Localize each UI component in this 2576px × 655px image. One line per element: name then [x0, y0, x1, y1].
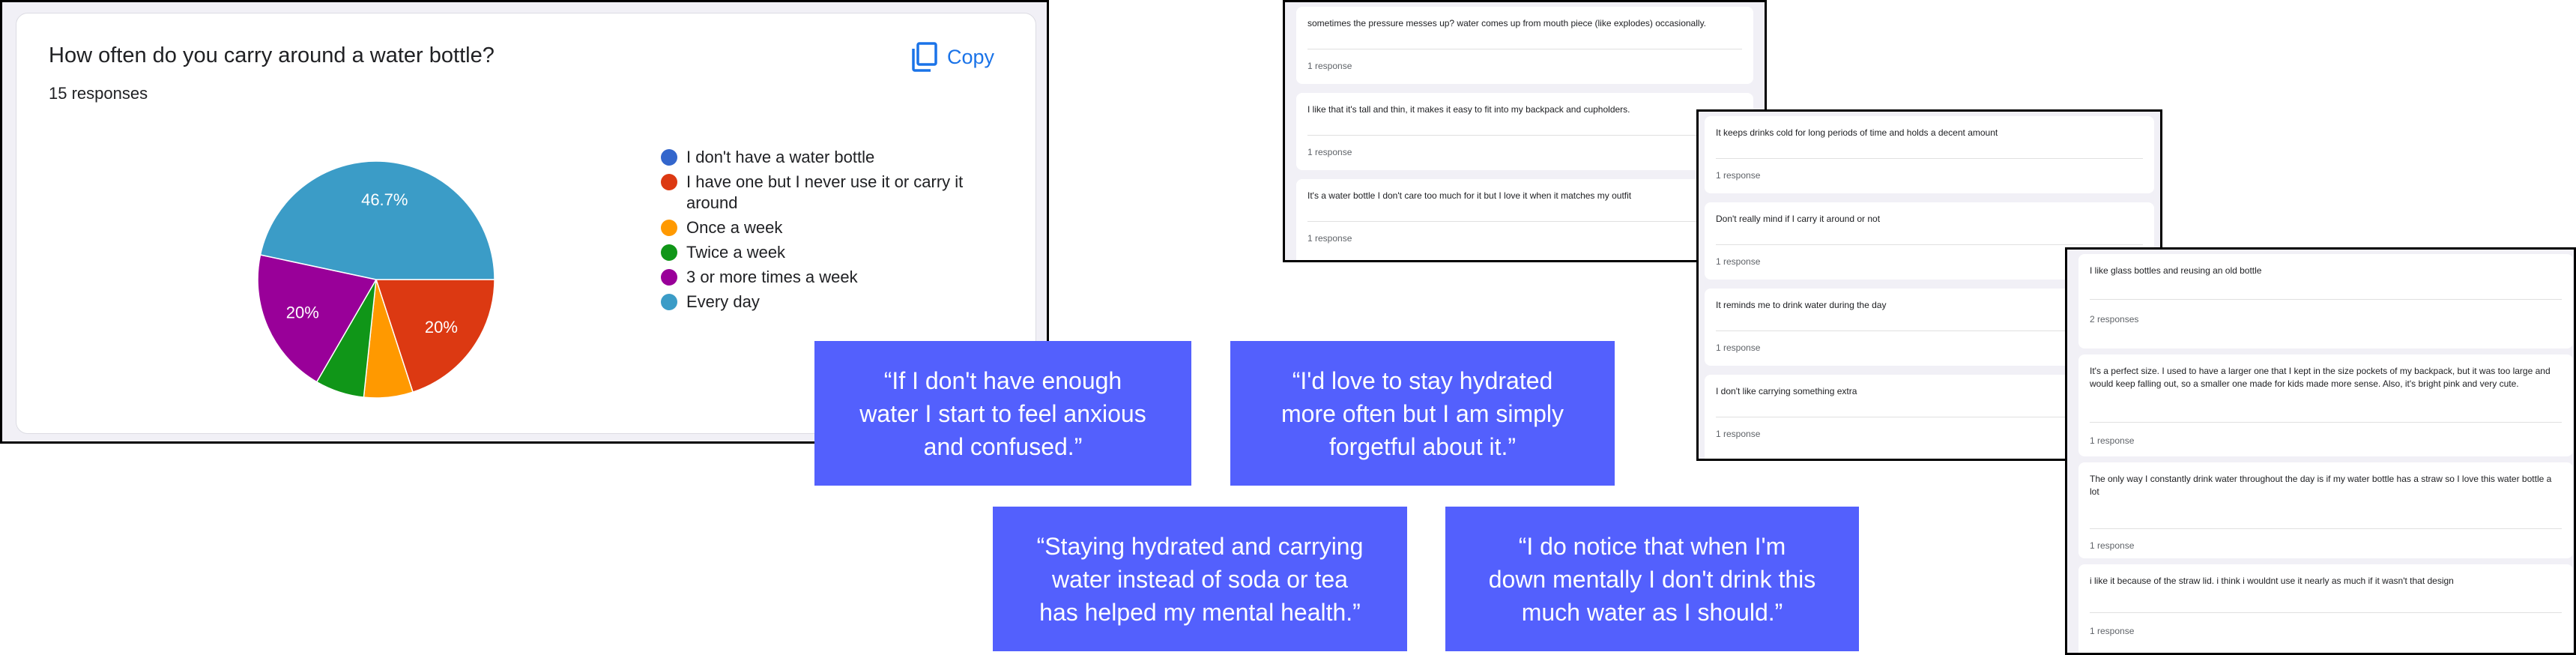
response-text: The only way I constantly drink water th… — [2090, 474, 2552, 497]
divider — [2090, 612, 2562, 613]
quote-card: “I'd love to stay hydrated more often bu… — [1230, 341, 1615, 486]
chart-card: How often do you carry around a water bo… — [16, 13, 1036, 434]
legend-label: 3 or more times a week — [686, 268, 858, 286]
legend-label: Every day — [686, 292, 760, 311]
divider — [2090, 422, 2562, 423]
legend-item: I don't have a water bottle — [661, 147, 1006, 168]
legend-swatch — [661, 294, 677, 310]
legend-swatch — [661, 269, 677, 286]
response-card: It's a perfect size. I used to have a la… — [2078, 354, 2573, 456]
legend-label: Twice a week — [686, 243, 786, 262]
quote-line: water I start to feel anxious — [859, 399, 1146, 427]
responses-panel-c: I like glass bottles and reusing an old … — [2065, 247, 2576, 655]
response-text: I like that it's tall and thin, it makes… — [1307, 104, 1630, 115]
copy-icon — [912, 42, 937, 72]
divider — [2090, 299, 2562, 300]
response-text: Don't really mind if I carry it around o… — [1716, 214, 1881, 224]
responses-panel-a: sometimes the pressure messes up? water … — [1283, 0, 1767, 262]
response-count: 1 response — [1716, 429, 1761, 439]
response-count: 1 response — [2090, 540, 2135, 551]
legend-swatch — [661, 220, 677, 236]
response-count: 1 response — [1716, 170, 1761, 181]
response-card: I like that it's tall and thin, it makes… — [1296, 93, 1753, 170]
response-text: It keeps drinks cold for long periods of… — [1716, 127, 1998, 138]
chart-screenshot-frame: How often do you carry around a water bo… — [0, 0, 1049, 444]
divider — [1716, 244, 2143, 245]
legend-item: 3 or more times a week — [661, 267, 1006, 288]
divider — [1716, 158, 2143, 159]
legend-swatch — [661, 174, 677, 190]
legend-item: Once a week — [661, 217, 1006, 238]
quote-card: “I do notice that when I'm down mentally… — [1445, 507, 1859, 651]
chart-legend: I don't have a water bottle I have one bu… — [661, 147, 1006, 316]
response-card: I like glass bottles and reusing an old … — [2078, 254, 2573, 348]
pie-data-label: 20% — [286, 304, 319, 322]
divider — [1716, 330, 2143, 331]
quote-line: much water as I should.” — [1521, 598, 1783, 626]
quote-line: “I do notice that when I'm — [1518, 532, 1786, 560]
response-text: i like it because of the straw lid. i th… — [2090, 576, 2454, 586]
response-count: 1 response — [1716, 342, 1761, 353]
response-text: sometimes the pressure messes up? water … — [1307, 18, 1707, 28]
legend-label: I have one but I never use it or carry i… — [686, 172, 964, 212]
quote-line: water instead of soda or tea — [1052, 565, 1348, 593]
copy-button[interactable]: Copy — [911, 37, 994, 76]
response-text: I don't like carrying something extra — [1716, 386, 1857, 396]
legend-swatch — [661, 244, 677, 261]
quote-line: “Staying hydrated and carrying — [1036, 532, 1364, 560]
quote-line: forgetful about it.” — [1328, 432, 1517, 460]
pie-data-label: 46.7% — [361, 190, 408, 209]
quote-line: “If I don't have enough — [883, 366, 1122, 394]
pie-slice — [257, 254, 378, 383]
response-card: i like it because of the straw lid. i th… — [2078, 564, 2573, 653]
response-count: 15 responses — [49, 84, 148, 103]
response-text: I like glass bottles and reusing an old … — [2090, 265, 2262, 276]
copy-button-label: Copy — [947, 45, 995, 68]
legend-item: Twice a week — [661, 242, 1006, 263]
response-text: It reminds me to drink water during the … — [1716, 300, 1887, 310]
response-card: It keeps drinks cold for long periods of… — [1705, 116, 2154, 193]
response-count: 1 response — [2090, 626, 2135, 636]
divider — [1307, 221, 1742, 222]
quote-line: has helped my mental health.” — [1039, 598, 1361, 626]
legend-item: I have one but I never use it or carry i… — [661, 172, 1006, 214]
legend-swatch — [661, 149, 677, 166]
response-card: It's a water bottle I don't care too muc… — [1296, 179, 1753, 260]
quote-line: “I'd love to stay hydrated — [1292, 366, 1553, 394]
pie-data-label: 20% — [425, 318, 458, 336]
divider — [1307, 135, 1742, 136]
quote-line: down mentally I don't drink this — [1488, 565, 1816, 593]
response-text: It's a water bottle I don't care too muc… — [1307, 190, 1632, 201]
response-count: 1 response — [1716, 256, 1761, 267]
pie-chart: 20% 20% 46.7% — [257, 160, 495, 399]
question-title: How often do you carry around a water bo… — [49, 43, 495, 67]
response-card: The only way I constantly drink water th… — [2078, 462, 2573, 558]
legend-item: Every day — [661, 292, 1006, 313]
response-count: 1 response — [1307, 233, 1352, 244]
response-count: 1 response — [2090, 435, 2135, 446]
response-text: It's a perfect size. I used to have a la… — [2090, 366, 2551, 389]
legend-label: Once a week — [686, 218, 783, 237]
response-card: sometimes the pressure messes up? water … — [1296, 7, 1753, 84]
quote-line: and confused.” — [923, 432, 1083, 460]
response-count: 1 response — [1307, 61, 1352, 71]
legend-label: I don't have a water bottle — [686, 148, 875, 166]
quote-line: more often but I am simply — [1281, 399, 1564, 427]
pie-slice — [375, 279, 495, 393]
quote-card: “Staying hydrated and carrying water ins… — [993, 507, 1407, 651]
divider — [2090, 528, 2562, 529]
quote-card: “If I don't have enough water I start to… — [814, 341, 1191, 486]
pie-slice — [259, 160, 495, 280]
response-count: 2 responses — [2090, 314, 2139, 325]
response-count: 1 response — [1307, 147, 1352, 157]
